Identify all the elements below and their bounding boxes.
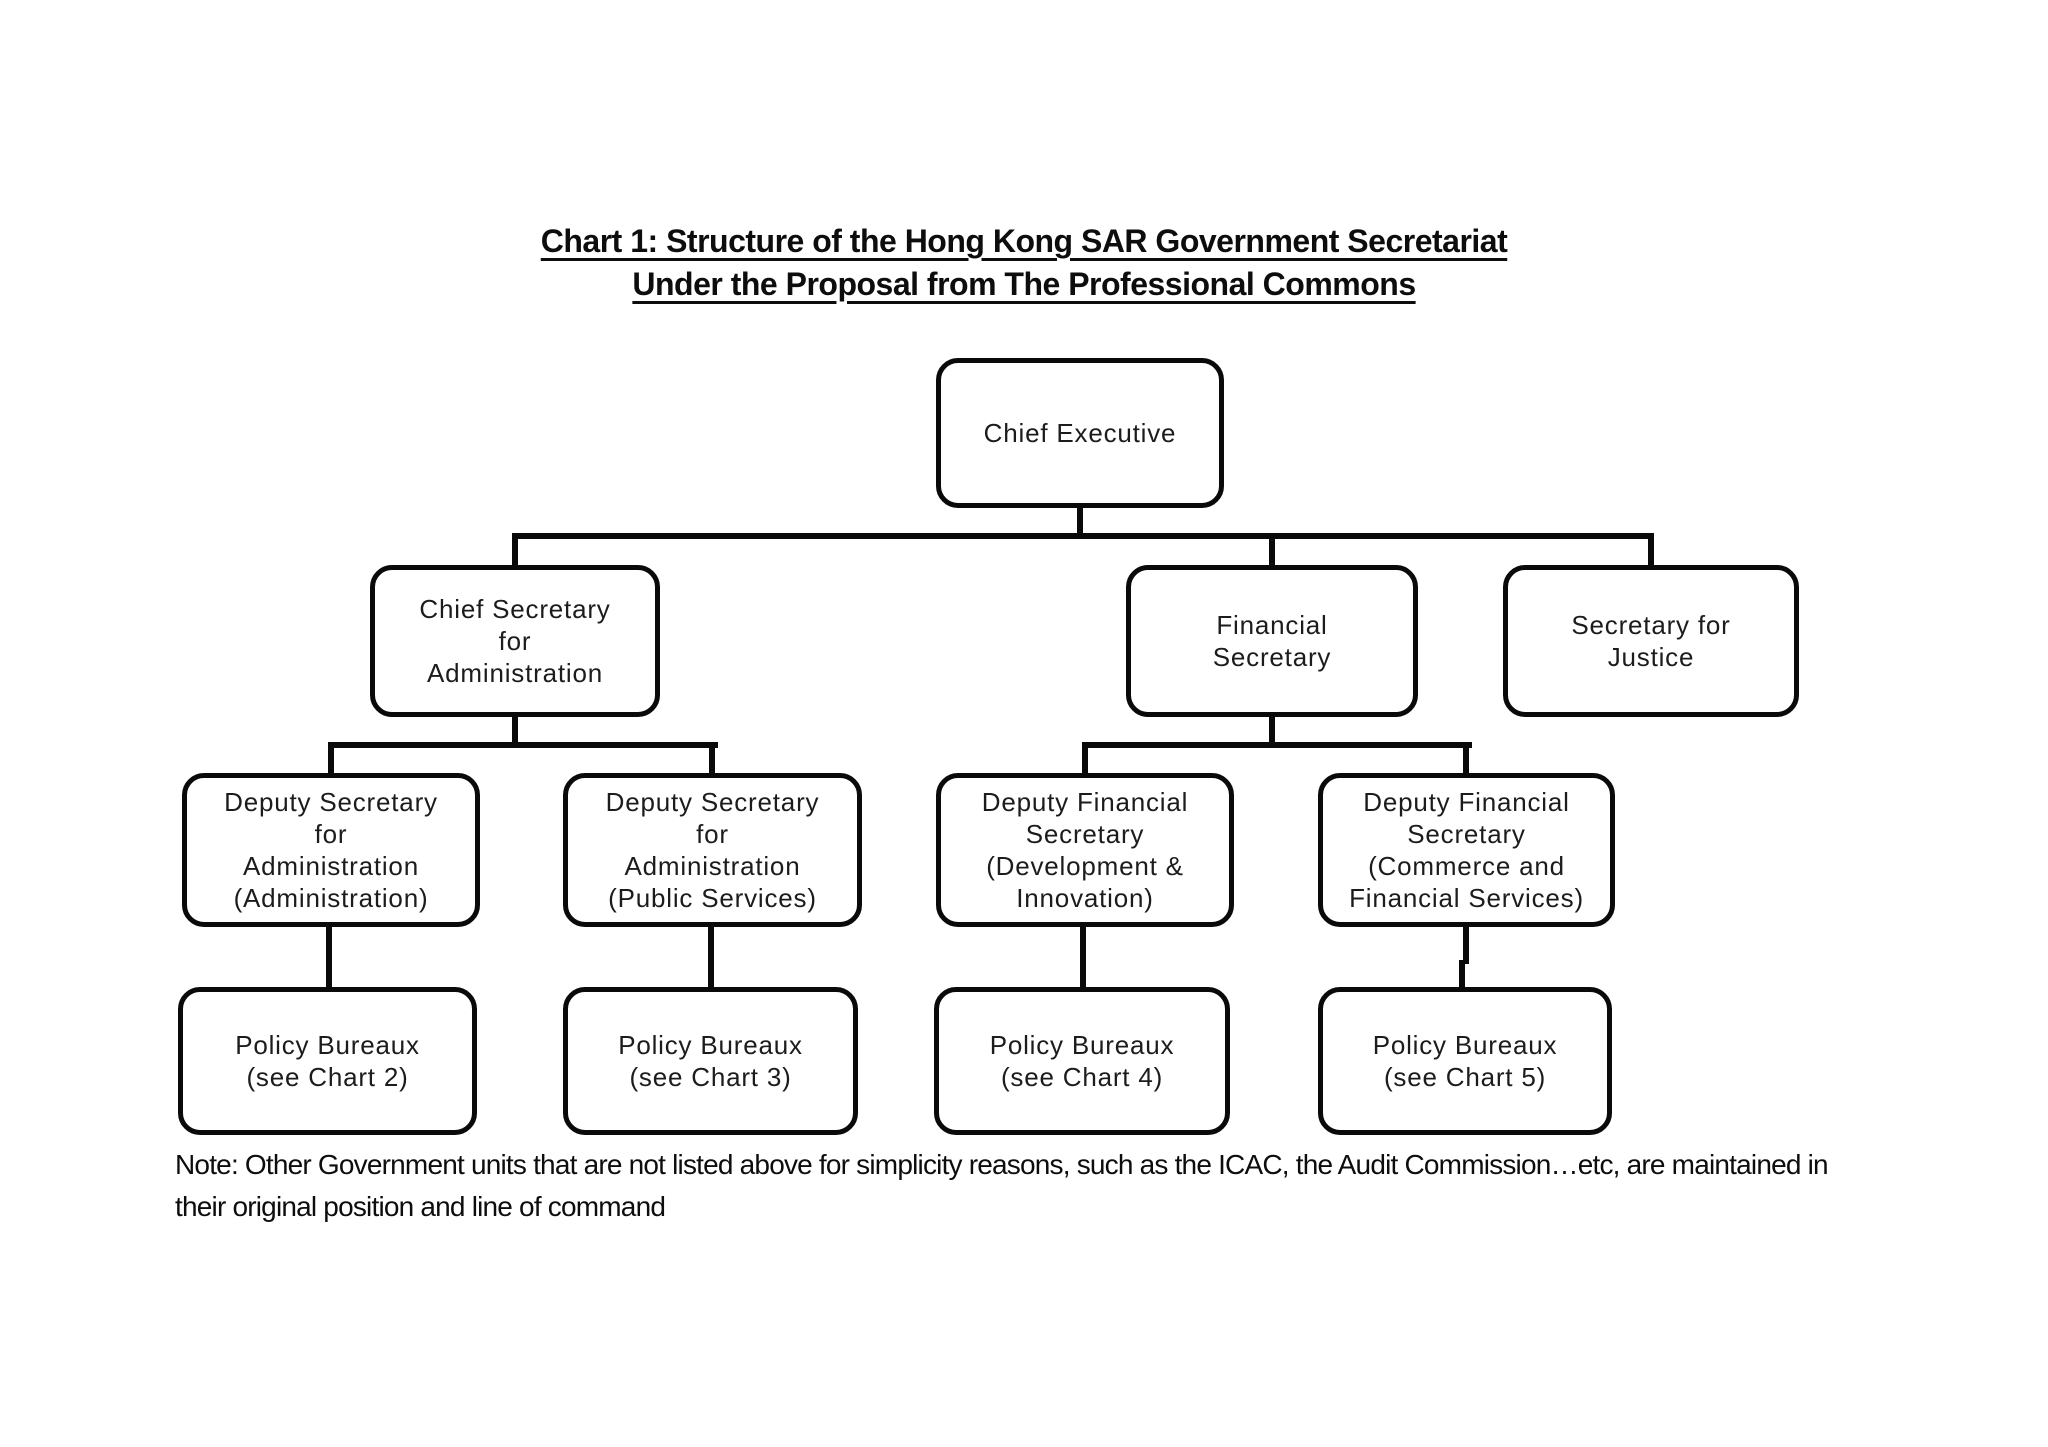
title-line-2: Under the Proposal from The Professional…: [632, 266, 1416, 302]
connector-policy3-link: [1080, 924, 1086, 990]
node-chief-secretary-for-administration: Chief Secretary for Administration: [370, 565, 660, 717]
connector-fs-drop: [1269, 533, 1275, 569]
node-chief-executive: Chief Executive: [936, 358, 1224, 508]
connector-policy2-link: [708, 924, 714, 990]
node-policy-bureaux-chart-4: Policy Bureaux (see Chart 4): [934, 987, 1230, 1135]
connector-policy4-link-lower: [1459, 960, 1465, 990]
node-label: Policy Bureaux (see Chart 5): [1372, 1030, 1558, 1092]
node-deputy-secretary-administration-public-services: Deputy Secretary for Administration (Pub…: [563, 773, 862, 927]
node-deputy-secretary-administration-administration: Deputy Secretary for Administration (Adm…: [182, 773, 480, 927]
connector-sj-drop: [1648, 533, 1654, 569]
connector-policy1-link: [326, 924, 332, 990]
connector-fs-stub: [1269, 714, 1275, 748]
connector-top-horizontal: [512, 533, 1654, 539]
node-label: Deputy Secretary for Administration (Adm…: [224, 787, 438, 913]
node-deputy-financial-secretary-development-innovation: Deputy Financial Secretary (Development …: [936, 773, 1234, 927]
node-policy-bureaux-chart-3: Policy Bureaux (see Chart 3): [563, 987, 858, 1135]
connector-csa-stub: [512, 714, 518, 748]
connector-policy4-link-upper: [1463, 924, 1469, 964]
page-title: Chart 1: Structure of the Hong Kong SAR …: [0, 220, 2048, 306]
node-label: Deputy Financial Secretary (Commerce and…: [1349, 787, 1584, 913]
connector-deputy3-drop: [1082, 742, 1088, 777]
node-deputy-financial-secretary-commerce-financial-services: Deputy Financial Secretary (Commerce and…: [1318, 773, 1615, 927]
connector-left-horizontal: [328, 742, 718, 748]
node-label: Chief Secretary for Administration: [419, 594, 611, 688]
node-label: Deputy Secretary for Administration (Pub…: [605, 787, 820, 913]
node-policy-bureaux-chart-2: Policy Bureaux (see Chart 2): [178, 987, 477, 1135]
footnote-line-2: their original position and line of comm…: [175, 1191, 666, 1222]
connector-csa-drop: [512, 533, 518, 569]
node-financial-secretary: Financial Secretary: [1126, 565, 1418, 717]
node-secretary-for-justice: Secretary for Justice: [1503, 565, 1799, 717]
title-line-1: Chart 1: Structure of the Hong Kong SAR …: [540, 223, 1508, 259]
node-label: Policy Bureaux (see Chart 3): [618, 1030, 803, 1092]
connector-deputy2-drop: [709, 742, 715, 777]
node-label: Deputy Financial Secretary (Development …: [981, 787, 1189, 913]
footnote: Note: Other Government units that are no…: [175, 1144, 1925, 1228]
node-label: Secretary for Justice: [1571, 610, 1731, 672]
node-policy-bureaux-chart-5: Policy Bureaux (see Chart 5): [1318, 987, 1612, 1135]
connector-right-horizontal: [1082, 742, 1472, 748]
node-label: Chief Executive: [983, 418, 1177, 448]
footnote-line-1: Note: Other Government units that are no…: [175, 1149, 1829, 1180]
node-label: Financial Secretary: [1212, 610, 1332, 672]
node-label: Policy Bureaux (see Chart 4): [989, 1030, 1175, 1092]
node-label: Policy Bureaux (see Chart 2): [235, 1030, 420, 1092]
connector-deputy4-drop: [1463, 742, 1469, 777]
connector-deputy1-drop: [328, 742, 334, 777]
connector-ce-stub: [1077, 505, 1083, 538]
